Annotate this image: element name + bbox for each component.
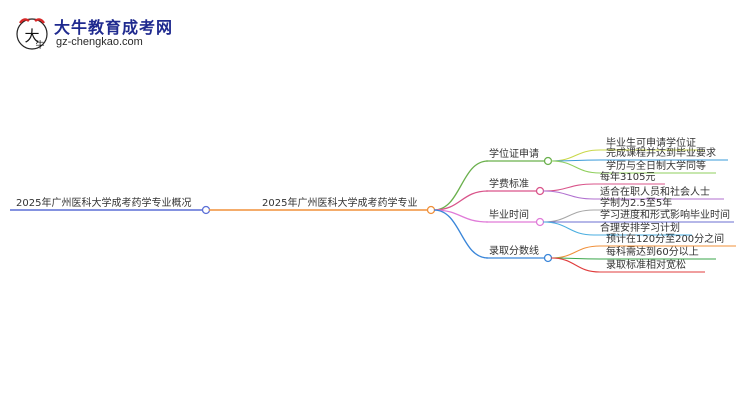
leaf-connector	[542, 221, 595, 236]
root-topic[interactable]: 2025年广州医科大学成考药学专业概况	[16, 198, 192, 209]
branch-connector	[433, 160, 489, 211]
leaf-topic[interactable]: 适合在职人员和社会人士	[600, 187, 710, 198]
leaf-topic[interactable]: 学制为2.5至5年	[600, 198, 673, 209]
svg-text:大: 大	[24, 27, 39, 45]
center-topic[interactable]: 2025年广州医科大学成考药学专业	[262, 198, 418, 209]
leaf-topic[interactable]: 合理安排学习计划	[600, 223, 680, 234]
leaf-connector	[542, 209, 595, 223]
leaf-topic[interactable]: 每科需达到60分以上	[606, 247, 699, 258]
leaf-connector	[550, 245, 601, 259]
branch-topic[interactable]: 毕业时间	[489, 210, 529, 221]
leaf-topic[interactable]: 学习进度和形式影响毕业时间	[600, 210, 730, 221]
branch-node-dot[interactable]	[535, 217, 545, 227]
bull-head-logo-icon: 大 牛	[16, 18, 48, 51]
brand-url: gz-chengkao.com	[56, 36, 143, 48]
leaf-topic[interactable]: 预计在120分至200分之间	[606, 234, 725, 245]
branch-topic[interactable]: 录取分数线	[489, 246, 539, 257]
leaf-topic[interactable]: 完成课程并达到毕业要求	[606, 148, 716, 159]
branch-node-dot[interactable]	[535, 186, 545, 196]
leaf-connector	[550, 149, 601, 162]
brand-logo[interactable]: 大 牛 大牛教育成考网 gz-chengkao.com	[14, 14, 172, 54]
leaf-connector	[542, 183, 595, 192]
root-node-dot[interactable]	[201, 205, 211, 215]
leaf-connector	[550, 257, 601, 273]
leaf-connector	[550, 160, 601, 174]
brand-name: 大牛教育成考网	[54, 18, 174, 37]
svg-text:牛: 牛	[35, 39, 44, 51]
branch-node-dot[interactable]	[543, 253, 553, 263]
leaf-connector	[542, 190, 595, 200]
branch-node-dot[interactable]	[543, 156, 553, 166]
branch-topic[interactable]: 学费标准	[489, 179, 529, 190]
branch-connector	[433, 209, 489, 223]
leaf-topic[interactable]: 学历与全日制大学同等	[606, 161, 706, 172]
branch-topic[interactable]: 学位证申请	[489, 149, 539, 160]
center-node-dot[interactable]	[426, 205, 436, 215]
branch-connector	[433, 190, 489, 211]
leaf-topic[interactable]: 录取标准相对宽松	[606, 260, 686, 271]
leaf-topic[interactable]: 每年3105元	[600, 172, 656, 183]
branch-connector	[433, 209, 489, 259]
leaf-topic[interactable]: 毕业生可申请学位证	[606, 138, 696, 149]
